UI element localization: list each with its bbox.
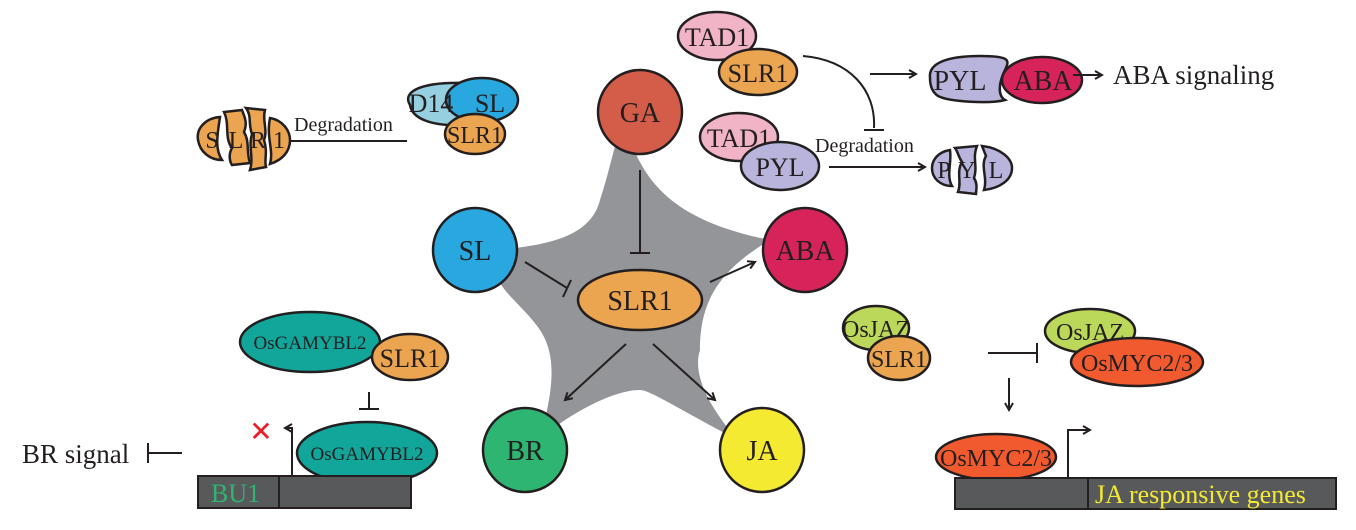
br-panel: OsGAMYBL2 SLR1 OsGAMYBL2 BU1 ✕ BR signal [22,310,450,509]
fragment-Y: Y [958,158,975,184]
fragment-R: R [250,128,266,154]
protein-SLR1: SLR1 [871,347,927,373]
complex-TAD1-PYL[interactable]: TAD1 PYL [698,111,821,192]
degradation-label-pyl: Degradation [815,135,914,157]
node-BR[interactable]: BR [481,406,569,494]
free-OsMYC[interactable]: OsMYC2/3 [934,432,1058,482]
protein-SLR1: SLR1 [728,59,789,88]
inhibit-OsJAZ-OsMYC [988,343,1038,363]
tss-arrow-bu1 [285,428,293,476]
node-ABA[interactable]: ABA [761,206,849,294]
node-SL[interactable]: SL [431,206,519,294]
aba-panel: TAD1 SLR1 PYL ABA ABA signaling TAD1 PYL… [676,10,1274,196]
degradation-label-sl: Degradation [294,114,393,136]
tss-arrow-ja [1067,430,1090,478]
degraded-PYL: P Y L [930,144,1014,196]
complex-PYL-ABA[interactable]: PYL ABA [928,54,1084,105]
node-GA-label: GA [620,98,661,129]
node-BR-label: BR [506,436,544,467]
edge-SLR1-to-BR [565,343,627,400]
protein-ABA: ABA [1013,66,1073,97]
gene-JA-responsive[interactable]: JA responsive genes [954,477,1337,510]
gene-BU1[interactable]: BU1 [197,475,412,509]
node-GA[interactable]: GA [596,68,684,156]
blocked-mark: ✕ [249,417,272,448]
br-signal-label: BR signal [22,439,129,469]
free-OsGAMYBL2[interactable]: OsGAMYBL2 [295,420,439,486]
fragment-S: S [205,128,218,154]
inhibit-curve [802,55,876,129]
edge-SLR1-to-JA [652,343,715,400]
node-SLR1-label: SLR1 [607,286,672,317]
fragment-L: L [229,128,244,154]
protein-PYL-2: PYL [755,153,804,182]
edge-SL-inhibits-SLR1 [524,261,572,298]
node-ABA-label: ABA [775,236,835,267]
protein-OsMYC-free: OsMYC2/3 [940,446,1052,472]
protein-D14: D14 [409,89,454,118]
aba-signaling-label: ABA signaling [1113,60,1274,90]
protein-OsMYC-2: OsMYC2/3 [1081,351,1193,377]
gene-BU1-label: BU1 [211,479,260,508]
protein-OsGAMYBL2-free: OsGAMYBL2 [311,444,424,465]
node-SLR1-center[interactable]: SLR1 [576,268,704,332]
sl-degradation-panel: D14 SL SLR1 Degradation S L R 1 [196,76,520,172]
ja-panel: OsJAZ SLR1 OsJAZ OsMYC2/3 OsMYC2/3 JA re… [841,304,1337,510]
edge-SLR1-to-ABA [709,262,755,283]
edge-GA-inhibits-SLR1 [630,170,650,254]
complex-OsGAMYBL2-SLR1[interactable]: OsGAMYBL2 SLR1 [238,310,450,382]
complex-OsJAZ-OsMYC[interactable]: OsJAZ OsMYC2/3 [1043,307,1205,388]
node-JA[interactable]: JA [718,406,806,494]
protein-TAD1: TAD1 [685,23,749,52]
node-JA-label: JA [746,436,778,467]
complex-TAD1-SLR1[interactable]: TAD1 SLR1 [676,10,799,97]
fragment-L: L [989,158,1004,184]
fragment-1: 1 [273,128,285,154]
protein-OsGAMYBL2: OsGAMYBL2 [254,333,367,354]
protein-PYL: PYL [934,66,987,97]
node-SL-label: SL [459,236,492,267]
protein-SLR1: SLR1 [380,344,441,373]
fragment-P: P [937,158,950,184]
protein-SLR1: SLR1 [447,123,503,149]
gene-JA-label: JA responsive genes [1095,480,1306,509]
br-signal-inhibit [147,443,182,463]
degraded-SLR1: S L R 1 [196,106,292,172]
complex-D14-SL-SLR1[interactable]: D14 SL SLR1 [407,76,520,156]
complex-OsJAZ-SLR1[interactable]: OsJAZ SLR1 [841,304,932,382]
